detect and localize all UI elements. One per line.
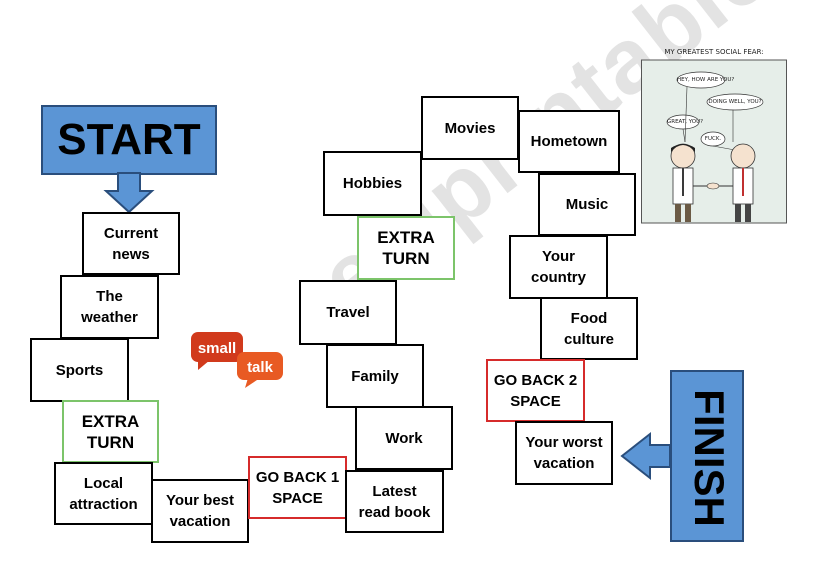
square-text: SPACE: [272, 489, 323, 507]
finish-arrow: [620, 431, 671, 481]
square-hobbies[interactable]: Hobbies: [323, 151, 422, 216]
square-text: country: [530, 269, 586, 286]
square-text: GO BACK 2: [493, 371, 578, 389]
start-arrow: [103, 172, 155, 214]
square-extra-turn-2[interactable]: EXTRA TURN: [357, 216, 455, 280]
square-text: Local: [83, 474, 124, 492]
square-movies[interactable]: Movies: [421, 96, 519, 160]
square-text: Travel: [326, 304, 370, 321]
comic-title: MY GREATEST SOCIAL FEAR:: [664, 48, 764, 56]
finish-banner: FINISH: [670, 370, 744, 542]
square-music[interactable]: Music: [538, 173, 636, 236]
comic-line-4: FUCK.: [704, 136, 722, 142]
talk-word: talk: [247, 359, 274, 376]
square-text: Your: [541, 248, 576, 265]
square-go-back-1-space[interactable]: GO BACK 1 SPACE: [248, 456, 347, 519]
square-text: TURN: [382, 249, 430, 268]
square-text: weather: [81, 309, 138, 326]
square-text: read book: [358, 503, 431, 521]
square-local-attraction[interactable]: Local attraction: [54, 462, 153, 525]
square-text: culture: [563, 330, 614, 348]
square-text: The: [96, 288, 123, 305]
start-banner: START: [41, 105, 217, 175]
square-text: news: [112, 245, 150, 263]
square-text: SPACE: [510, 392, 561, 410]
square-text: Music: [565, 196, 609, 213]
square-current-news[interactable]: Current news: [82, 212, 180, 275]
square-text: Your worst: [525, 434, 603, 451]
small-talk-logo: small talk: [191, 332, 283, 388]
square-text: Hobbies: [342, 175, 403, 192]
square-family[interactable]: Family: [326, 344, 424, 408]
finish-label: FINISH: [686, 389, 733, 527]
small-word: small: [198, 340, 236, 357]
square-text: Food: [570, 309, 608, 327]
comic-illustration: [641, 59, 787, 224]
square-text: Latest: [372, 482, 417, 500]
square-latest-read-book[interactable]: Latest read book: [345, 470, 444, 533]
square-text: GO BACK 1: [255, 468, 340, 486]
square-your-country[interactable]: Your country: [509, 235, 608, 299]
square-text: Current: [103, 224, 159, 242]
square-text: Your best: [165, 492, 235, 509]
square-text: Work: [385, 429, 423, 447]
square-text: attraction: [69, 495, 138, 513]
square-text: Hometown: [530, 133, 608, 150]
square-hometown[interactable]: Hometown: [518, 110, 620, 173]
square-go-back-2-space[interactable]: GO BACK 2 SPACE: [486, 359, 585, 422]
square-text: vacation: [533, 455, 595, 472]
square-your-best-vacation[interactable]: Your best vacation: [151, 479, 249, 543]
comic-line-1: HEY, HOW ARE YOU?: [677, 77, 735, 83]
square-your-worst-vacation[interactable]: Your worst vacation: [515, 421, 613, 485]
square-text: EXTRA: [377, 228, 435, 247]
comic-line-2: DOING WELL, YOU?: [708, 99, 762, 105]
square-food-culture[interactable]: Food culture: [540, 297, 638, 360]
square-sports[interactable]: Sports: [30, 338, 129, 402]
square-text: vacation: [169, 513, 231, 530]
square-travel[interactable]: Travel: [299, 280, 397, 345]
square-text: TURN: [86, 432, 135, 452]
square-text: Sports: [55, 361, 104, 379]
square-text: Movies: [444, 119, 496, 137]
square-text: Family: [351, 367, 399, 385]
comic-line-3: GREAT, YOU?: [667, 119, 704, 125]
square-work[interactable]: Work: [355, 406, 453, 470]
square-the-weather[interactable]: The weather: [60, 275, 159, 339]
square-text: EXTRA: [81, 411, 140, 431]
